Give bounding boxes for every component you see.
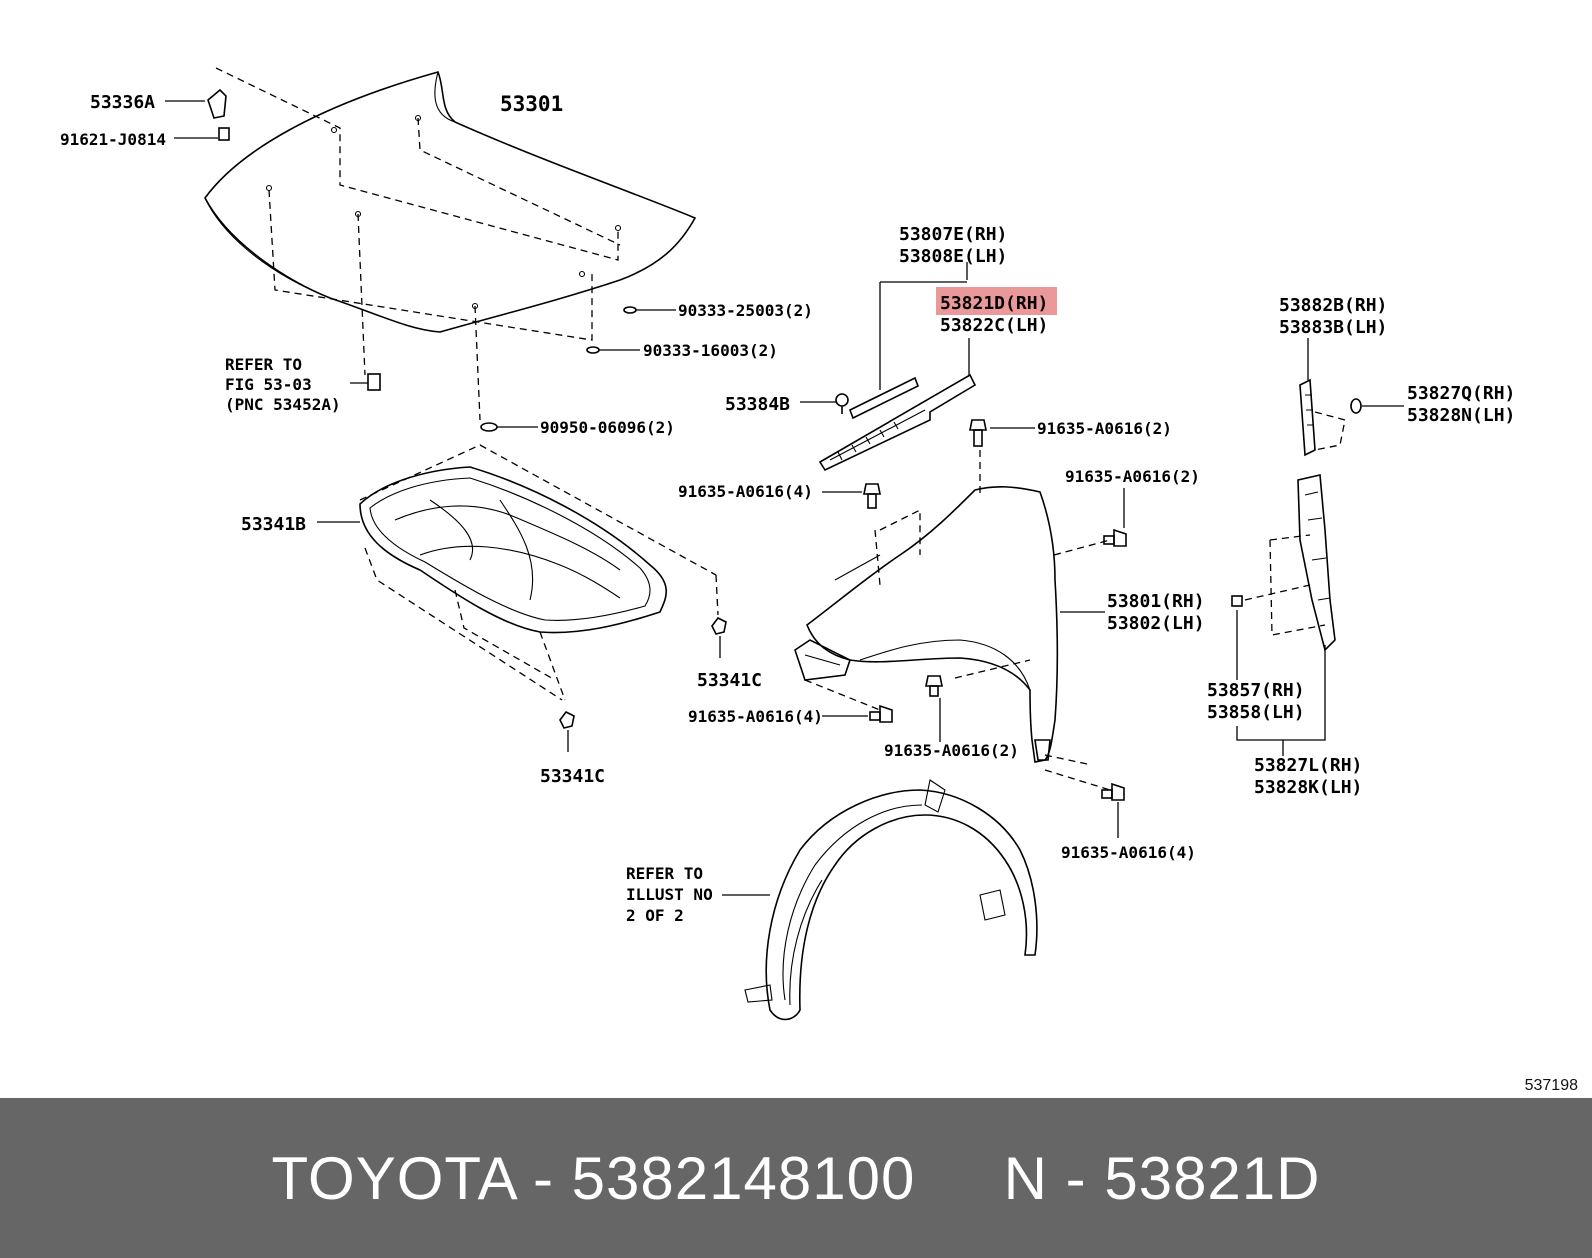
label-53822c: 53822C(LH) [940,315,1048,336]
bracket-clip [1350,398,1362,414]
fender-seal [848,376,920,420]
hood-clip-b [586,346,600,354]
parts-diagram: 53336A 91621-J0814 53301 90333-25003(2) … [60,67,1515,1021]
label-53801: 53801(RH) [1107,591,1205,612]
fender-bolt-lower-left [869,704,893,723]
hood-lock-clip [367,373,381,391]
fender-bolt-side [1103,528,1127,547]
refer-fig-line-2: FIG 53-03 [225,375,312,394]
front-fender [794,486,1059,763]
label-53827q: 53827Q(RH) [1407,383,1515,404]
label-91621-j0814: 91621-J0814 [60,130,166,149]
label-91635-a0616-top: 91635-A0616(2) [1037,419,1172,438]
fender-bolt-lower-mid [925,675,943,697]
selected-part-highlight [936,287,1057,315]
label-53857: 53857(RH) [1207,680,1305,701]
label-53341c-a: 53341C [697,670,762,691]
hood-insulator [359,466,668,634]
fender-bracket-upper [1299,378,1316,457]
hood-hinge-bracket [207,88,230,141]
label-53808e: 53808E(LH) [899,246,1007,267]
insulator-clip-b [559,710,575,729]
refer-illust-line-2: ILLUST NO [626,885,713,904]
label-53341b: 53341B [241,514,306,535]
refer-fig-line-1: REFER TO [225,355,302,374]
fender-bracket-lower [1297,474,1336,652]
label-53301: 53301 [500,92,563,116]
fender-bolt-top [969,419,987,447]
label-53882b: 53882B(RH) [1279,295,1387,316]
label-53828n: 53828N(LH) [1407,405,1515,426]
label-91635-a0616-low-left: 91635-A0616(4) [688,707,823,726]
hood-cushion [480,422,498,432]
hood-panel [204,71,697,333]
label-53858: 53858(LH) [1207,702,1305,723]
label-53807e: 53807E(RH) [899,224,1007,245]
label-53821d: 53821D(RH) [940,293,1048,314]
fender-bolt-lower-right [1101,782,1125,801]
label-53828k: 53828K(LH) [1254,777,1362,798]
label-53827l: 53827L(RH) [1254,755,1362,776]
bracket-clip-small [1231,595,1243,607]
fender-bolt-mid-left [863,483,881,509]
label-91635-a0616-right: 91635-A0616(2) [1065,467,1200,486]
footer-bar: TOYOTA - 5382148100 N - 53821D [0,1098,1592,1258]
fender-liner [744,779,1038,1021]
label-53336a: 53336A [90,92,155,113]
label-53883b: 53883B(LH) [1279,317,1387,338]
label-90333-25003: 90333-25003(2) [678,301,813,320]
hood-clip-a [623,306,637,314]
fender-protector-seal [818,373,977,472]
refer-illust-line-3: 2 OF 2 [626,906,684,925]
label-90950-06096: 90950-06096(2) [540,418,675,437]
label-91635-a0616-low-mid: 91635-A0616(2) [884,741,1019,760]
label-91635-a0616-low-right: 91635-A0616(4) [1061,843,1196,862]
label-90333-16003: 90333-16003(2) [643,341,778,360]
insulator-clip-a [711,616,727,635]
footer-part-info: TOYOTA - 5382148100 N - 53821D [271,1144,1321,1212]
label-91635-a0616-mid: 91635-A0616(4) [678,482,813,501]
refer-fig-line-3: (PNC 53452A) [225,395,341,414]
seal-clip [835,393,849,414]
diagram-id: 537198 [1524,1077,1578,1094]
label-53802: 53802(LH) [1107,613,1205,634]
label-53384b: 53384B [725,394,790,415]
refer-illust-line-1: REFER TO [626,864,703,883]
label-53341c-b: 53341C [540,766,605,787]
